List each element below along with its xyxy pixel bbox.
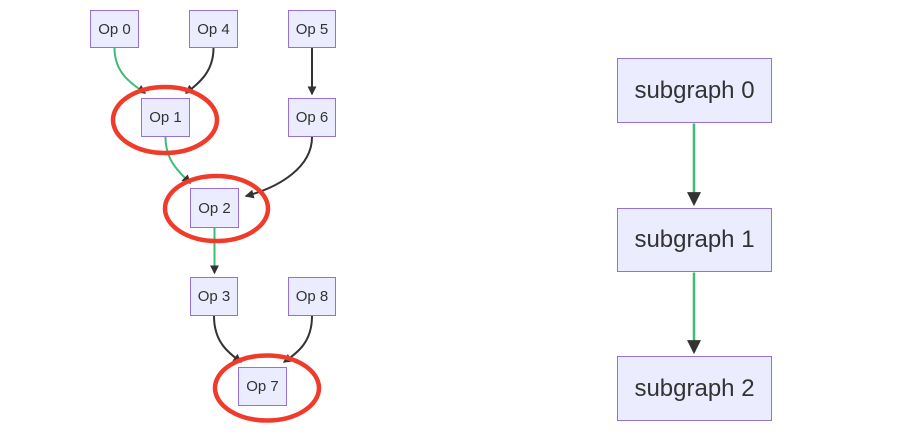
node-op-7-label: Op 7 — [246, 378, 279, 395]
node-subgraph-1: subgraph 1 — [617, 208, 772, 272]
edge-op4-op1 — [184, 47, 215, 94]
node-op-0: Op 0 — [90, 10, 139, 48]
edge-op8-op7 — [282, 315, 313, 363]
node-op-5-label: Op 5 — [295, 20, 329, 38]
node-op-6: Op 6 — [288, 98, 336, 137]
node-op-8-label: Op 8 — [295, 288, 329, 305]
node-subgraph-0: subgraph 0 — [617, 58, 772, 123]
node-op-3: Op 3 — [190, 277, 238, 316]
highlight-ellipse-op7 — [212, 353, 322, 423]
edge-op3-op7 — [213, 315, 243, 363]
node-subgraph-2-label: subgraph 2 — [634, 374, 755, 402]
node-op-3-label: Op 3 — [197, 288, 231, 305]
node-op-7: Op 7 — [238, 367, 287, 406]
highlight-ellipse-op1 — [110, 84, 220, 156]
node-subgraph-1-label: subgraph 1 — [634, 226, 755, 253]
highlight-ellipse-op2 — [162, 173, 271, 244]
node-op-2-label: Op 2 — [198, 199, 231, 217]
node-op-6-label: Op 6 — [295, 109, 329, 126]
node-subgraph-0-label: subgraph 0 — [634, 76, 755, 104]
node-op-0-label: Op 0 — [98, 20, 131, 38]
node-subgraph-2: subgraph 2 — [617, 356, 772, 421]
node-op-2: Op 2 — [190, 188, 239, 228]
edge-op0-op1 — [113, 47, 147, 94]
node-op-1-label: Op 1 — [149, 109, 182, 126]
edge-op1-op2 — [164, 136, 191, 184]
node-op-5: Op 5 — [288, 10, 336, 48]
node-op-4-label: Op 4 — [197, 20, 230, 38]
node-op-1: Op 1 — [141, 98, 190, 137]
edge-op6-op2 — [244, 136, 313, 199]
node-op-4: Op 4 — [189, 10, 238, 48]
node-op-8: Op 8 — [288, 277, 336, 316]
